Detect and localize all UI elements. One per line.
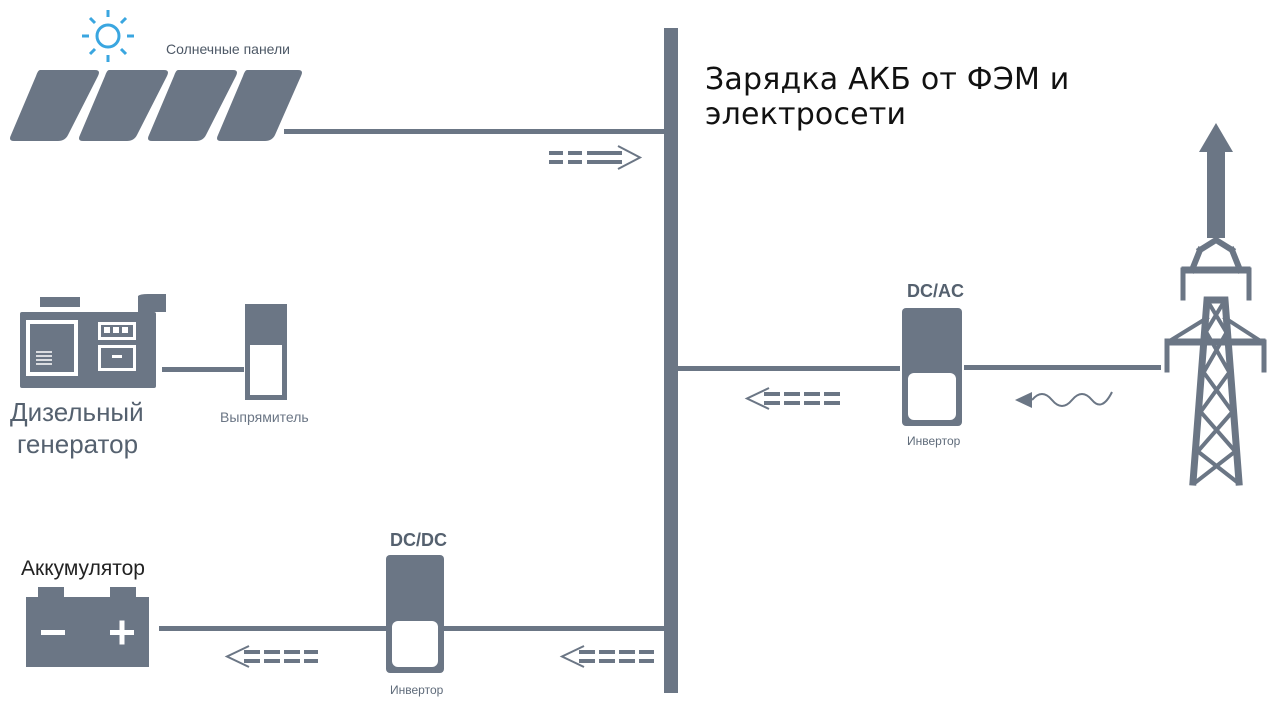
ac-wave-icon bbox=[1015, 391, 1113, 408]
solar-line bbox=[284, 129, 666, 134]
flow-arrow-icon bbox=[559, 645, 654, 668]
inverter-icon bbox=[902, 308, 962, 426]
rectifier-label: Выпрямитель bbox=[220, 409, 309, 425]
diagram-title: Зарядка АКБ от ФЭМ и электросети bbox=[705, 62, 1070, 132]
diesel-generator-label-line1: Дизельный bbox=[10, 397, 144, 427]
flow-arrow-icon bbox=[224, 645, 318, 668]
flow-arrow-icon bbox=[549, 145, 643, 170]
grid-line-right bbox=[964, 365, 1161, 370]
inverter-dcac-label: Инвертор bbox=[907, 434, 961, 448]
diesel-generator-label-line2: генератор bbox=[17, 429, 139, 459]
dc-bus bbox=[664, 28, 678, 693]
flow-arrow-icon bbox=[744, 387, 840, 410]
inverter-dcdc-label: Инвертор bbox=[390, 683, 444, 697]
dcdc-line bbox=[444, 626, 666, 631]
dcdc-label: DC/DC bbox=[390, 530, 447, 550]
dcac-label: DC/AC bbox=[907, 281, 964, 301]
power-tower-icon bbox=[1164, 236, 1267, 486]
battery-line bbox=[159, 626, 387, 631]
rectifier-icon bbox=[245, 304, 287, 400]
grid-line-left bbox=[678, 366, 900, 371]
sun-icon bbox=[82, 10, 134, 62]
inverter-icon bbox=[386, 555, 444, 673]
diesel-generator-icon bbox=[20, 294, 166, 388]
solar-panels-label: Солнечные панели bbox=[166, 41, 290, 57]
battery-label: Аккумулятор bbox=[21, 557, 145, 580]
up-arrow-icon bbox=[1199, 123, 1233, 238]
diesel-line bbox=[162, 367, 244, 372]
battery-icon bbox=[26, 587, 149, 667]
solar-panel-icon bbox=[10, 70, 302, 141]
